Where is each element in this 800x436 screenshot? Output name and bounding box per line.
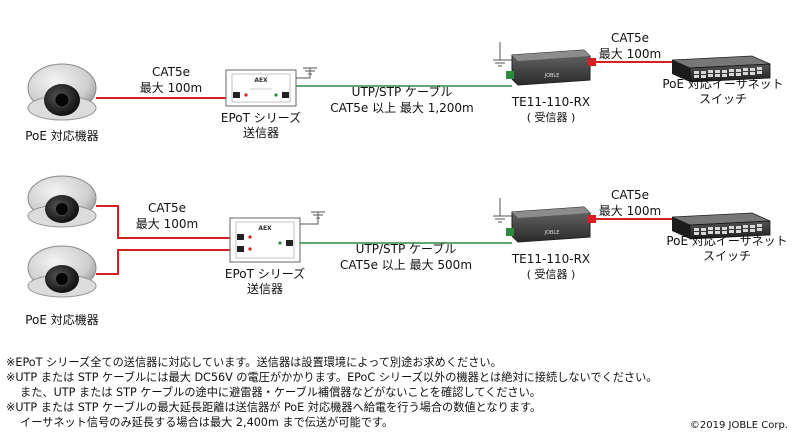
bottom-sender-device-icon: AEX (229, 217, 301, 263)
top-sender-device-icon: AEX (225, 69, 297, 107)
top-camera-label: PoE 対応機器 (25, 128, 99, 143)
top-sender-logo: AEX (254, 77, 268, 84)
bottom-receiver-logo: JOBLE (544, 230, 560, 236)
top-receiver-ground-icon (493, 42, 512, 67)
footnote-3: ※UTP または STP ケーブルの最大延長距離は送信器が PoE 対応機器へ給… (6, 401, 542, 414)
bottom-sender-ground-icon (300, 211, 325, 225)
bottom-camera-label: PoE 対応機器 (25, 312, 99, 327)
top-switch-label-line1: PoE 対応イーサネット (662, 77, 783, 91)
bottom-cable-left-line2: 最大 100m (136, 217, 198, 231)
top-receiver-device-icon: JOBLE (506, 49, 596, 86)
bottom-switch-icon (671, 212, 771, 240)
dome-camera-icon (27, 175, 97, 228)
bottom-cable-right-line2: 最大 100m (599, 204, 661, 218)
top-switch-icon (671, 55, 771, 83)
top-sender-label-line2: 送信器 (243, 125, 279, 140)
top-cable-mid-line1: UTP/STP ケーブル (352, 84, 453, 99)
footnote-2: ※UTP または STP ケーブルには最大 DC56V の電圧がかかります。EP… (6, 371, 658, 384)
bottom-poe-cable-left-2 (96, 249, 236, 275)
top-switch-label-line2: スイッチ (699, 92, 747, 106)
bottom-sender-logo: AEX (258, 225, 272, 232)
top-sender-ground-icon (296, 67, 317, 79)
footnote-2-continued: また、UTP または STP ケーブルの途中に避雷器・ケーブル補償器などがないこ… (20, 386, 541, 399)
bottom-poe-cable-left-1 (96, 205, 236, 239)
top-cable-left-line2: 最大 100m (140, 81, 202, 95)
footnotes: ※EPoT シリーズ全ての送信器に対応しています。送信器は設置環境によって別途お… (6, 355, 726, 430)
top-receiver-label-line2: ( 受信器 ) (527, 111, 576, 124)
top-sender-label-line1: EPoT シリーズ (221, 110, 301, 125)
bottom-sender-label-line2: 送信器 (247, 281, 283, 296)
bottom-cable-mid-line1: UTP/STP ケーブル (356, 241, 457, 256)
top-receiver-logo: JOBLE (544, 73, 560, 79)
bottom-receiver-label-line1: TE11-110-RX (511, 252, 590, 266)
bottom-sender-label-line1: EPoT シリーズ (225, 266, 305, 281)
bottom-switch-label-line1: PoE 対応イーサネット (666, 234, 787, 248)
bottom-cable-mid-line2: CAT5e 以上 最大 500m (340, 258, 472, 272)
bottom-receiver-ground-icon (493, 198, 512, 223)
top-cable-right-line2: 最大 100m (599, 47, 661, 61)
top-cable-right-line1: CAT5e (611, 31, 649, 45)
top-cable-mid-line2: CAT5e 以上 最大 1,200m (330, 101, 474, 115)
bottom-receiver-device-icon: JOBLE (506, 206, 596, 243)
top-cable-left-line1: CAT5e (152, 65, 190, 79)
bottom-switch-label-line2: スイッチ (703, 249, 751, 263)
dome-camera-icon (27, 245, 97, 298)
top-row: PoE 対応機器 CAT5e 最大 100m AEX EPoT シリーズ 送信器… (25, 31, 783, 143)
dome-camera-icon (27, 63, 97, 121)
footnote-1: ※EPoT シリーズ全ての送信器に対応しています。送信器は設置環境によって別途お… (6, 356, 502, 369)
bottom-row: PoE 対応機器 CAT5e 最大 100m AEX EPoT シリーズ 送信器 (25, 175, 788, 327)
footnote-3-continued: イーサネット信号のみ延長する場合は最大 2,400m まで伝送が可能です。 (20, 416, 394, 429)
bottom-cable-left-line1: CAT5e (148, 201, 186, 215)
top-receiver-label-line1: TE11-110-RX (511, 95, 590, 109)
bottom-cable-right-line1: CAT5e (611, 188, 649, 202)
copyright: ©2019 JOBLE Corp. (689, 420, 788, 431)
bottom-receiver-label-line2: ( 受信器 ) (527, 268, 576, 281)
